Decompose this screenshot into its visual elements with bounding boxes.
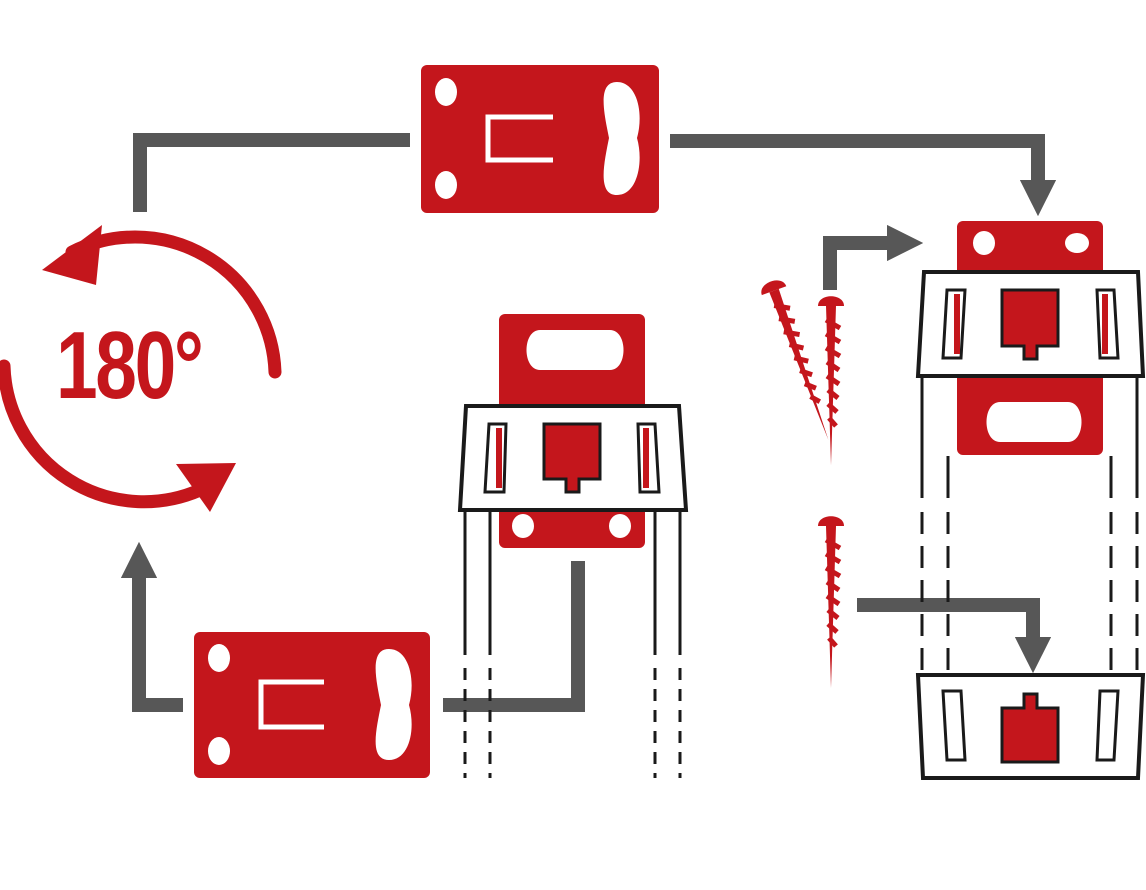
arrow-top-right xyxy=(670,134,1057,217)
arrow-to-mounted-plate xyxy=(823,224,924,290)
rotation-angle-label: 180° xyxy=(56,312,204,419)
arrow-to-rotation xyxy=(120,541,183,712)
bracket-frame-icon xyxy=(457,314,689,778)
hanger-plate-icon xyxy=(421,65,659,213)
screw-icon xyxy=(818,296,844,465)
arrow-bottom-connector xyxy=(443,561,585,712)
rotate-icon xyxy=(0,225,282,512)
arrow-to-bottom-clip xyxy=(857,598,1052,674)
bracket-frame-icon xyxy=(915,221,1146,780)
arrow-top-left xyxy=(133,133,410,212)
screw-icon xyxy=(761,280,829,441)
screw-icon xyxy=(818,516,844,688)
hanger-plate-icon xyxy=(194,632,430,778)
step-arrows xyxy=(120,133,1057,712)
